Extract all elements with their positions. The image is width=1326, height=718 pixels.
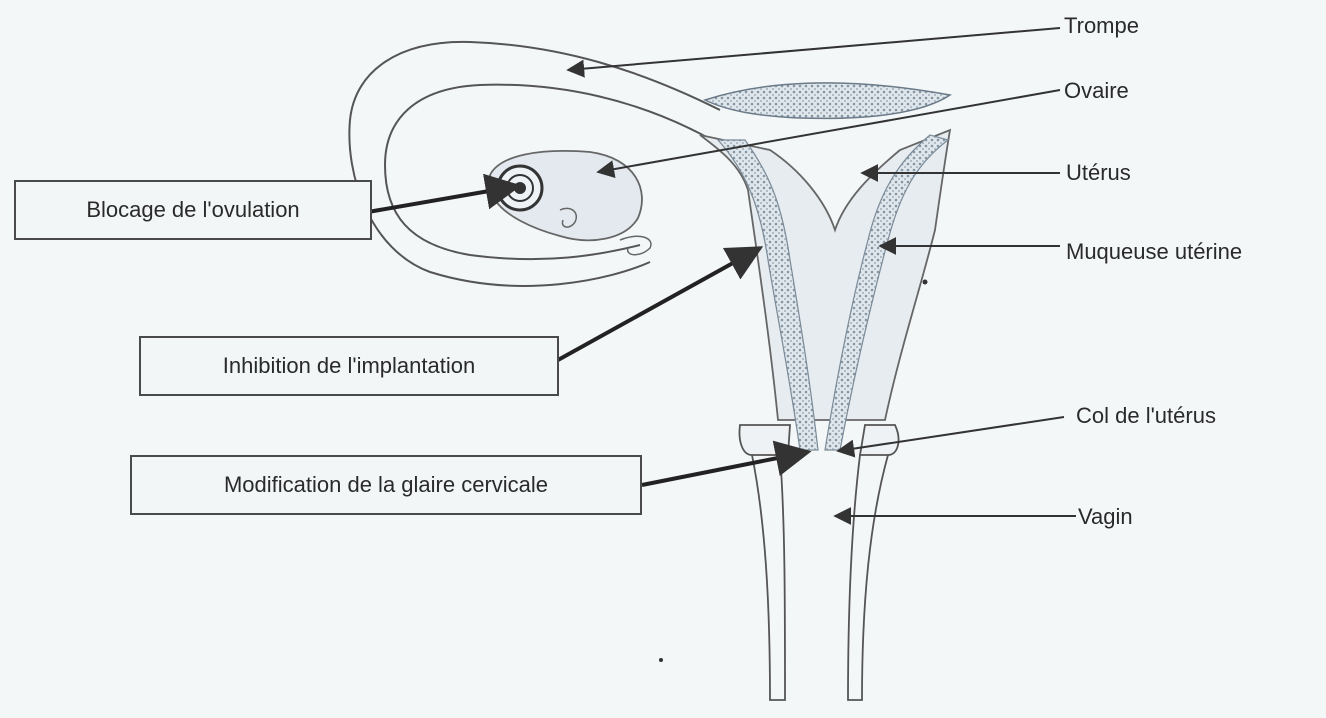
box-inhibition-implantation: Inhibition de l'implantation bbox=[139, 336, 559, 396]
cervix-right bbox=[860, 425, 899, 455]
stray-mark bbox=[659, 658, 663, 662]
arrow-implantation bbox=[558, 248, 760, 360]
stray-mark bbox=[923, 280, 928, 285]
box-blocage-ovulation: Blocage de l'ovulation bbox=[14, 180, 372, 240]
label-uterus: Utérus bbox=[1066, 162, 1131, 184]
vagina-right-wall bbox=[848, 455, 888, 700]
uterus-fundus-mucosa bbox=[705, 83, 950, 119]
label-trompe: Trompe bbox=[1064, 15, 1139, 37]
label-muqueuse-uterine: Muqueuse utérine bbox=[1066, 241, 1242, 263]
label-vagin: Vagin bbox=[1078, 506, 1133, 528]
vagina-left-wall bbox=[752, 455, 785, 700]
arrow-trompe bbox=[568, 28, 1060, 70]
arrow-glaire bbox=[642, 452, 808, 485]
box-modification-glaire: Modification de la glaire cervicale bbox=[130, 455, 642, 515]
cervix-left bbox=[740, 425, 791, 455]
label-ovaire: Ovaire bbox=[1064, 80, 1129, 102]
label-col-uterus: Col de l'utérus bbox=[1076, 405, 1216, 427]
